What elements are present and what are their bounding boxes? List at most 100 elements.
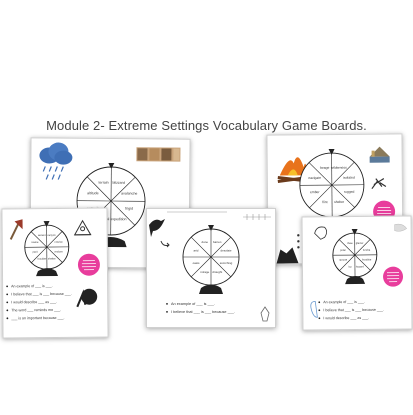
wheel-word: barren bbox=[213, 240, 222, 244]
wheel-stand-icon bbox=[199, 284, 223, 294]
wheel-divider bbox=[46, 246, 63, 263]
wheel-word: ascent bbox=[38, 233, 46, 237]
wheel-word: expedition bbox=[110, 217, 126, 221]
wheel-word: blizzard bbox=[113, 181, 125, 185]
bullet-icon bbox=[318, 301, 321, 304]
photo-strip bbox=[136, 147, 181, 162]
page-title: Module 2- Extreme Settings Vocabulary Ga… bbox=[46, 118, 367, 133]
shell-icon bbox=[394, 223, 407, 232]
wheel-word: altitude bbox=[87, 191, 99, 195]
wheel-divider bbox=[190, 236, 212, 258]
sentence-starter: An example of ___ is ___. bbox=[171, 302, 215, 306]
wheel-word: tundra bbox=[363, 248, 371, 252]
wheel-divider bbox=[354, 254, 371, 271]
pink-badge bbox=[383, 266, 404, 287]
bullet-icon bbox=[6, 293, 9, 296]
sentence-starter: I believe that ___ is ___ because ___. bbox=[11, 292, 72, 297]
wheel-word: icy bbox=[348, 265, 352, 269]
wheel-stand-icon bbox=[345, 276, 366, 285]
fence-icon bbox=[243, 214, 271, 220]
wheel-divider bbox=[110, 200, 136, 226]
wheel-word: peril bbox=[33, 250, 38, 254]
wheel-word: ember bbox=[310, 190, 320, 194]
wheel-stand-icon bbox=[36, 268, 59, 277]
wheel-divider bbox=[338, 239, 356, 256]
wheel-divider bbox=[308, 162, 333, 186]
wheel-divider bbox=[31, 246, 47, 263]
wheel-word: canyon bbox=[47, 234, 56, 237]
wheel-word: remote bbox=[339, 258, 348, 262]
wheel-word: endure bbox=[55, 249, 64, 253]
bullet-icon bbox=[6, 317, 9, 320]
hand-icon bbox=[310, 300, 318, 318]
wheel-word: desolate bbox=[220, 249, 231, 253]
wheel-word: shelter bbox=[48, 256, 56, 260]
wheel-word: thaw bbox=[347, 241, 353, 245]
wheel-divider bbox=[46, 231, 63, 248]
sentence-starter: ___ is an important because ___. bbox=[10, 316, 64, 320]
wheel-divider bbox=[339, 254, 356, 271]
bullet-icon bbox=[6, 285, 9, 288]
arrow-icon bbox=[160, 240, 170, 248]
sentence-starter: I believe that ___ is ___ because ___. bbox=[171, 310, 235, 314]
wheel-divider bbox=[86, 176, 112, 202]
wheel-word: oasis bbox=[193, 261, 200, 265]
wheel-divider bbox=[110, 176, 136, 202]
insect-icon bbox=[371, 178, 387, 190]
bullet-icon bbox=[6, 301, 9, 304]
spinner-wheel[interactable]: canyoncreviceendureshelterboulderperilra… bbox=[24, 221, 70, 270]
sentence-starter: I believe that ___ is ___ because ___. bbox=[323, 308, 384, 313]
wheel-word: avalanche bbox=[121, 191, 137, 195]
dots-icon bbox=[297, 234, 300, 249]
wheel-divider bbox=[210, 256, 232, 278]
axe-icon bbox=[9, 219, 23, 240]
wheel-pointer-icon bbox=[328, 149, 335, 156]
bullet-icon bbox=[6, 309, 9, 312]
wheel-word: dune bbox=[202, 240, 209, 244]
tent-icon bbox=[369, 146, 390, 163]
wheel-word: shelter bbox=[334, 200, 345, 204]
wheel-word: hazard bbox=[356, 264, 365, 268]
crow-icon bbox=[149, 219, 165, 237]
wheel-word: rugged bbox=[344, 190, 355, 194]
wheel-pointer-icon bbox=[208, 225, 214, 231]
wheel-word: glacier bbox=[356, 241, 364, 245]
wheel-word: polar bbox=[340, 248, 346, 252]
wheel-word: frigid bbox=[125, 207, 133, 211]
spinner-wheel[interactable]: glaciertundrafrostbitehazardicyremotepol… bbox=[332, 228, 378, 278]
wheel-divider bbox=[331, 161, 355, 186]
wheel-word: scorching bbox=[220, 261, 233, 265]
sentence-starter: I would describe ___ as ___. bbox=[323, 316, 369, 320]
rain-cloud-icon bbox=[39, 142, 73, 180]
wheel-divider bbox=[210, 236, 232, 258]
wheel-word: ravine bbox=[31, 240, 39, 244]
wheel-word: forage bbox=[320, 166, 330, 170]
wheel-word: mirage bbox=[200, 270, 209, 274]
wheel-pointer-icon bbox=[43, 221, 50, 228]
wheel-word: crevice bbox=[54, 240, 63, 244]
wheel-divider bbox=[190, 256, 212, 278]
bullet-icon bbox=[318, 309, 321, 312]
wheel-pointer-icon bbox=[108, 162, 115, 170]
wheel-word: navigate bbox=[308, 176, 321, 180]
wheel-divider bbox=[30, 231, 47, 248]
shelter-icon bbox=[73, 219, 92, 236]
bullet-icon bbox=[166, 310, 168, 313]
sentence-starter: An example of ___ is ___. bbox=[11, 284, 53, 288]
wheel-word: flint bbox=[322, 200, 327, 204]
wheel-divider bbox=[331, 184, 355, 208]
head-outline-icon bbox=[314, 226, 328, 240]
pink-badge bbox=[77, 253, 100, 276]
wheel-word: drought bbox=[212, 270, 222, 274]
boulder-climber-icon bbox=[76, 288, 98, 308]
wheel-divider bbox=[354, 239, 371, 256]
spinner-wheel[interactable]: wildernessisolatedruggedshelterflintembe… bbox=[299, 149, 365, 218]
wheel-pointer-icon bbox=[351, 228, 358, 236]
lantern-icon bbox=[260, 306, 270, 322]
wheel-word: terrain bbox=[99, 181, 109, 185]
